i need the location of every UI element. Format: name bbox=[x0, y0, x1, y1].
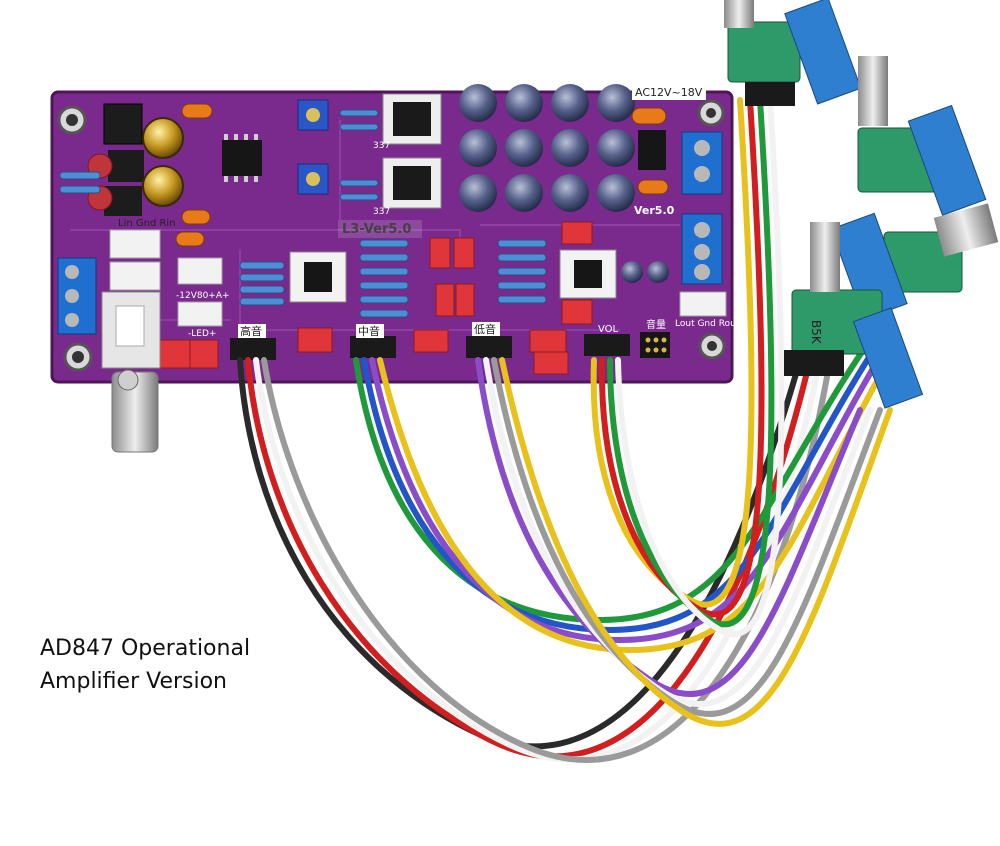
resistor-array bbox=[59, 109, 547, 318]
led-label: -LED+ bbox=[188, 329, 216, 339]
caption-line-1: AD847 Operational bbox=[40, 636, 251, 661]
potentiometer-module bbox=[724, 0, 999, 409]
mounting-hole bbox=[57, 99, 726, 372]
caption-line-2: Amplifier Version bbox=[40, 669, 227, 694]
capacitor-array bbox=[459, 84, 635, 212]
small-blue-capacitor bbox=[621, 261, 669, 283]
board-version-label: L3-Ver5.0 bbox=[342, 222, 411, 237]
product-caption: AD847 Operational Amplifier Version bbox=[40, 632, 250, 698]
input-connector-label: Lin Gnd Rin bbox=[118, 218, 176, 229]
power-input-label: AC12V~18V bbox=[635, 86, 703, 99]
supply-label: -12V80+A+ bbox=[176, 291, 230, 301]
gain-label: 音量 bbox=[646, 318, 666, 331]
op-amp-socket bbox=[289, 249, 617, 303]
pot-header-connector bbox=[230, 332, 670, 360]
jst-connector bbox=[109, 229, 727, 327]
screw-terminal-power bbox=[681, 131, 723, 285]
pcb-board: 337 337 L3-Ver5.0 Ver5.0 AC12V~18V bbox=[50, 84, 740, 453]
vol-label: VOL bbox=[598, 324, 619, 335]
rectifier-chip bbox=[638, 130, 666, 170]
audio-jack bbox=[101, 291, 161, 453]
voltage-regulator-337 bbox=[382, 93, 442, 209]
treble-label: 高音 bbox=[240, 324, 262, 338]
electrolytic-capacitor-gold bbox=[142, 117, 184, 207]
bass-label: 低音 bbox=[474, 322, 496, 336]
film-capacitor bbox=[159, 221, 593, 375]
screw-terminal-input bbox=[57, 257, 97, 335]
ceramic-capacitor bbox=[175, 103, 669, 247]
regulator-label: 337 bbox=[373, 207, 390, 217]
output-connector-label: Lout Gnd Rout bbox=[675, 319, 740, 329]
pot-code-label: B5K bbox=[809, 320, 823, 345]
mid-label: 中音 bbox=[358, 324, 380, 338]
trim-potentiometer bbox=[297, 99, 329, 195]
version-small-label: Ver5.0 bbox=[634, 204, 675, 217]
regulator-label: 337 bbox=[373, 141, 390, 151]
op-amp-chip bbox=[222, 134, 262, 182]
ribbon-cables bbox=[237, 97, 903, 763]
